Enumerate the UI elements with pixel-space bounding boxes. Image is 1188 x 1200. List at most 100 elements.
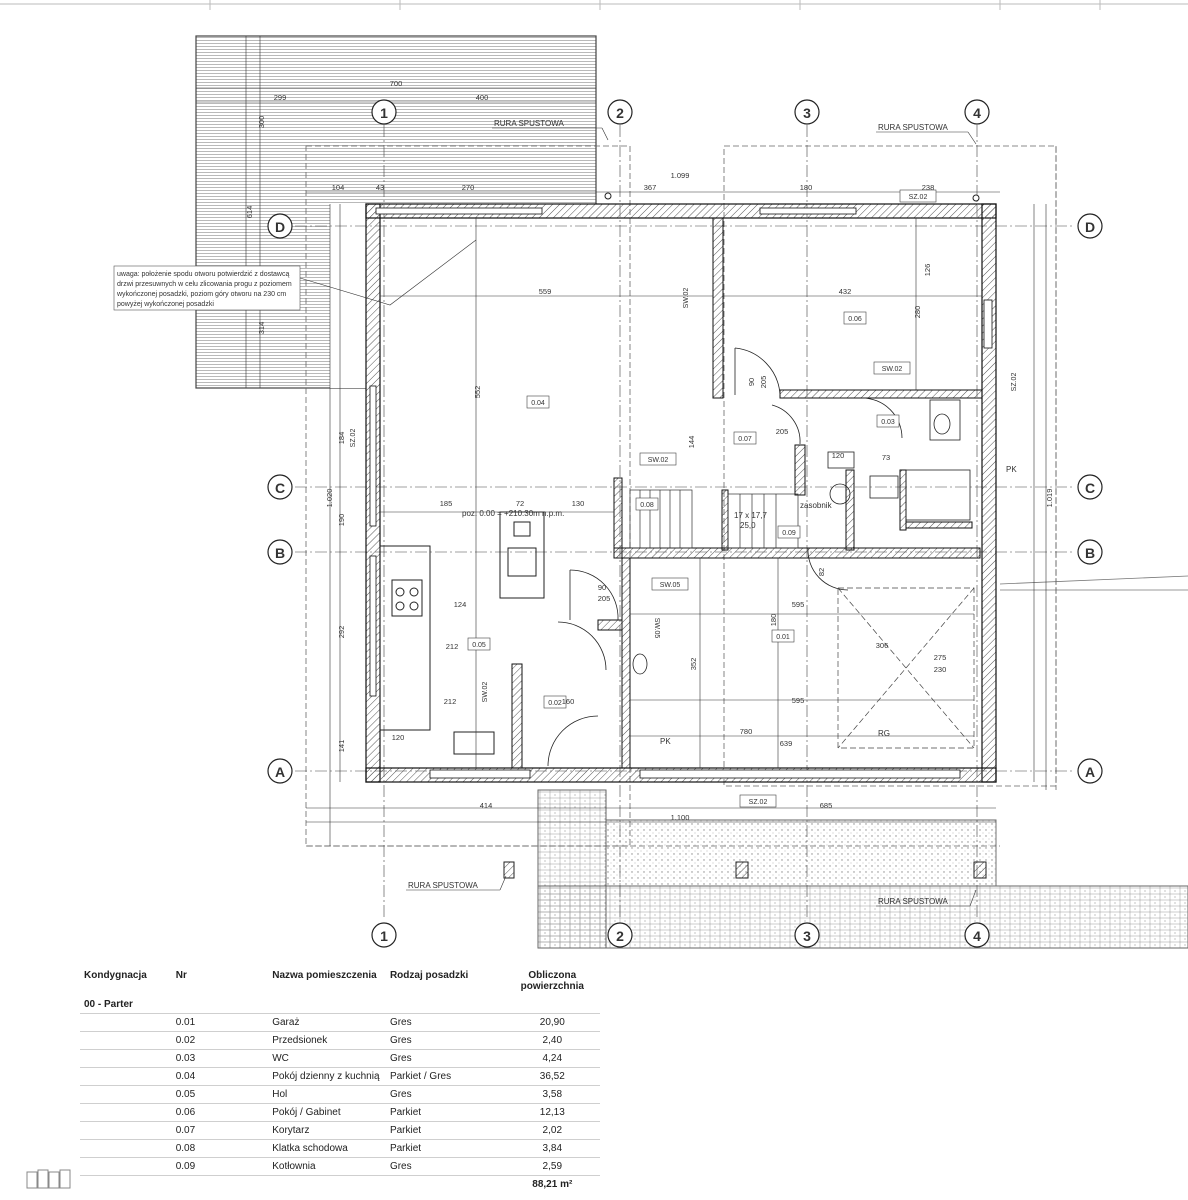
element-tag: SW.02 [482,682,489,703]
drawing-set-icon [26,1169,71,1189]
dim: 144 [687,436,696,449]
cell-name: Przedsionek [268,1031,386,1050]
dim: 300 [257,116,266,129]
dim: 130 [572,499,585,508]
floor-plan: 1 2 3 4 1 2 3 4 D C B A D C B A RURA SPU… [0,0,1188,949]
axis-4-bottom [964,922,990,948]
cell-area: 20,90 [504,1013,600,1032]
dim: 614 [245,206,254,219]
dim: 90 [598,583,606,592]
dim: 275 [934,653,947,662]
axis-D-right [1077,213,1103,239]
cell-floor: Gres [385,1085,505,1104]
cell-name: Pokój dzienny z kuchnią [268,1067,386,1086]
cell-floor: Parkiet / Gres [385,1067,505,1086]
axis-label: C [1085,480,1095,496]
axis-C-right [1077,474,1103,500]
dim: 205 [776,427,789,436]
dim: 414 [480,801,493,810]
table-row: 0.09 Kotłownia Gres 2,59 [80,1157,600,1176]
table-row: 0.06 Pokój / Gabinet Parkiet 12,13 [80,1103,600,1122]
dim: 190 [337,514,346,527]
table-header: Nazwa pomieszczenia [272,970,377,981]
axis-label: C [275,480,285,496]
room-schedule-table: Kondygnacja Nr Nazwa pomieszczenia Rodza… [80,966,600,1193]
cell-area: 3,58 [504,1085,600,1104]
cell-nr: 0.04 [171,1067,269,1086]
cell-floor: Parkiet [385,1103,505,1122]
dim: 306 [876,641,889,650]
cell-floor: Gres [385,1049,505,1068]
note-box [113,265,301,311]
dim: 780 [740,727,753,736]
wc-fixtures [632,399,971,675]
room-number: 0.01 [776,634,790,641]
doors [547,347,903,767]
dim: 292 [337,626,346,639]
axis-2-bottom [607,922,633,948]
interior-walls [511,217,983,769]
cell-floor: Gres [385,1031,505,1050]
cell-name: Pokój / Gabinet [268,1103,386,1122]
dim: 43 [376,183,384,192]
cell-area: 36,52 [504,1067,600,1086]
dim: 124 [454,600,467,609]
dimension-lines [196,36,1047,846]
element-tag: SZ.02 [350,429,357,448]
axis-A-right [1077,758,1103,784]
cell-floor: Parkiet [385,1121,505,1140]
front-paving [537,885,1188,949]
axis-B-left [267,539,293,565]
front-gravel [605,819,997,887]
dim: 141 [337,740,346,753]
cell-name: Hol [268,1085,386,1104]
axis-1-bottom [371,922,397,948]
table-row: 0.03 WC Gres 4,24 [80,1049,600,1068]
cell-name: Kotłownia [268,1157,386,1176]
dim: 238 [922,183,935,192]
dim: 82 [817,568,826,576]
element-tag: SZ.02 [749,799,768,806]
downpipe-label: RURA SPUSTOWA [494,119,564,128]
cell-area: 2,40 [504,1031,600,1050]
cell-floor: Gres [385,1013,505,1032]
axis-D-left [267,213,293,239]
cell-nr: 0.08 [171,1139,269,1158]
axis-3-bottom [794,922,820,948]
level-label: poz. 0.00 = +210.30m n.p.m. [462,509,564,518]
stairs-label: 25,0 [740,521,756,530]
axis-label: A [1085,764,1095,780]
room-number: 0.09 [782,530,796,537]
table-header: Rodzaj posadzki [389,970,469,981]
table-row: 0.07 Korytarz Parkiet 2,02 [80,1121,600,1140]
dim: 700 [390,79,403,88]
dim: 90 [747,378,756,386]
axis-label: 4 [973,928,981,944]
element-tag: SW.05 [660,582,681,589]
dim: 280 [913,306,922,319]
axis-3-top [794,99,820,125]
dim: 685 [820,801,833,810]
dim: 432 [839,287,852,296]
room-number: 0.06 [848,316,862,323]
dim: 212 [444,697,457,706]
garage-car-zone [837,587,975,749]
element-tag: SW.05 [653,618,660,639]
element-tag: SW.02 [648,457,669,464]
floor-label: 00 - Parter [80,996,172,1014]
element-tag: SZ.02 [909,194,928,201]
dim: 126 [923,264,932,277]
dim: 270 [462,183,475,192]
dim: 160 [562,697,575,706]
dim: 1.100 [671,813,690,822]
axis-4-top [964,99,990,125]
table-header: Kondygnacja [84,970,147,981]
dim: 205 [598,594,611,603]
axis-label: 2 [616,105,624,121]
room-number: 0.03 [881,419,895,426]
cell-area: 12,13 [504,1103,600,1122]
cell-nr: 0.06 [171,1103,269,1122]
room-number: 0.07 [738,436,752,443]
dim: 1.019 [1045,489,1054,508]
dim: 185 [440,499,453,508]
